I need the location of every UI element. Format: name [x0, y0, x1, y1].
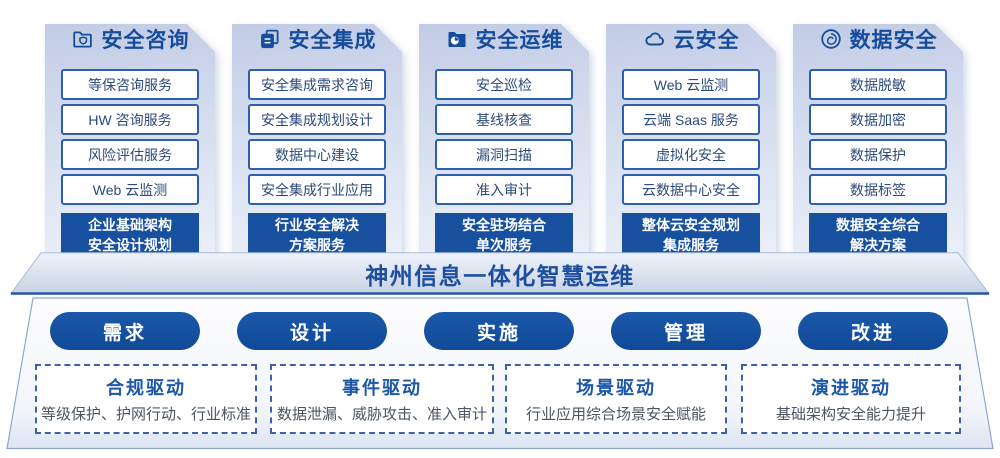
- highlight-service: 企业基础架构 安全设计规划: [61, 213, 199, 257]
- panel-title: 安全运维: [475, 29, 564, 52]
- service-item: HW 咨询服务: [61, 104, 199, 135]
- panel-security-integration: 安全集成 安全集成需求咨询 安全集成规划设计 数据中心建设 安全集成行业应用 行…: [232, 8, 402, 268]
- process-pill-manage: 管理: [611, 312, 761, 350]
- highlight-service: 整体云安全规划 集成服务: [622, 213, 760, 257]
- panel-security-operations: 安全运维 安全巡检 基线核查 漏洞扫描 准入审计 安全驻场结合 单次服务: [419, 8, 589, 268]
- panel-header: 安全运维: [419, 24, 589, 54]
- driver-title: 演进驱动: [811, 378, 891, 398]
- service-item: 基线核查: [435, 104, 573, 135]
- driver-desc: 行业应用综合场景安全赋能: [525, 406, 706, 423]
- panel-title: 云安全: [673, 29, 740, 52]
- highlight-service: 数据安全综合 解决方案: [809, 213, 947, 257]
- highlight-line: 企业基础架构: [88, 216, 172, 233]
- panel-title: 数据安全: [849, 29, 938, 52]
- process-pill-design: 设计: [237, 312, 387, 350]
- panel-title: 安全咨询: [101, 29, 190, 52]
- driver-card-evolution: 演进驱动 基础架构安全能力提升: [741, 364, 961, 434]
- driver-card-incident: 事件驱动 数据泄漏、威胁攻击、准入审计: [270, 364, 494, 434]
- highlight-line: 方案服务: [289, 237, 345, 253]
- service-item: 安全集成规划设计: [248, 104, 386, 135]
- banner-trapezoid-shape: [10, 252, 991, 295]
- folder-clock-icon: [445, 27, 469, 51]
- driver-desc: 数据泄漏、威胁攻击、准入审计: [276, 406, 487, 423]
- service-item: 数据加密: [809, 104, 947, 135]
- driver-desc: 等级保护、护网行动、行业标准: [40, 406, 251, 423]
- service-item: 风险评估服务: [61, 139, 199, 170]
- copy-documents-icon: [258, 27, 282, 51]
- panel-title: 安全集成: [288, 29, 377, 52]
- highlight-line: 数据安全综合: [836, 216, 920, 233]
- driver-card-compliance: 合规驱动 等级保护、护网行动、行业标准: [35, 364, 257, 434]
- service-item: 数据标签: [809, 174, 947, 205]
- panel-header: 数据安全: [793, 24, 963, 54]
- highlight-line: 单次服务: [476, 237, 532, 253]
- highlight-service: 行业安全解决 方案服务: [248, 213, 386, 257]
- panel-header: 安全集成: [232, 24, 402, 54]
- panel-cloud-security: 云安全 Web 云监测 云端 Saas 服务 虚拟化安全 云数据中心安全 整体云…: [606, 8, 776, 268]
- service-item: 安全集成行业应用: [248, 174, 386, 205]
- cloud-icon: [643, 27, 667, 51]
- service-item: 云数据中心安全: [622, 174, 760, 205]
- fingerprint-icon: [819, 27, 843, 51]
- process-pill-improve: 改进: [798, 312, 948, 350]
- service-item: 数据中心建设: [248, 139, 386, 170]
- service-item: 数据保护: [809, 139, 947, 170]
- service-item: Web 云监测: [622, 69, 760, 100]
- panel-header: 安全咨询: [45, 24, 215, 54]
- service-item: 云端 Saas 服务: [622, 104, 760, 135]
- driver-desc: 基础架构安全能力提升: [775, 406, 926, 423]
- folder-shield-icon: [71, 27, 95, 51]
- service-item: 准入审计: [435, 174, 573, 205]
- highlight-line: 整体云安全规划: [642, 216, 740, 233]
- highlight-line: 安全驻场结合: [462, 216, 546, 233]
- highlight-line: 安全设计规划: [88, 237, 172, 253]
- service-item: Web 云监测: [61, 174, 199, 205]
- platform-banner: 神州信息一体化智慧运维: [0, 252, 1000, 295]
- panel-header: 云安全: [606, 24, 776, 54]
- driver-card-scenario: 场景驱动 行业应用综合场景安全赋能: [505, 364, 727, 434]
- service-item: 安全集成需求咨询: [248, 69, 386, 100]
- panel-data-security: 数据安全 数据脱敏 数据加密 数据保护 数据标签 数据安全综合 解决方案: [793, 8, 963, 268]
- service-item: 数据脱敏: [809, 69, 947, 100]
- driver-title: 合规驱动: [106, 378, 186, 398]
- highlight-line: 解决方案: [850, 237, 906, 253]
- driver-title: 事件驱动: [342, 378, 422, 398]
- service-item: 安全巡检: [435, 69, 573, 100]
- panel-security-consulting: 安全咨询 等保咨询服务 HW 咨询服务 风险评估服务 Web 云监测 企业基础架…: [45, 8, 215, 268]
- driver-title: 场景驱动: [576, 378, 656, 398]
- service-item: 漏洞扫描: [435, 139, 573, 170]
- service-item: 虚拟化安全: [622, 139, 760, 170]
- process-pill-demand: 需求: [50, 312, 200, 350]
- service-item: 等保咨询服务: [61, 69, 199, 100]
- highlight-line: 行业安全解决: [275, 216, 359, 233]
- highlight-service: 安全驻场结合 单次服务: [435, 213, 573, 257]
- process-pill-implement: 实施: [424, 312, 574, 350]
- banner-title: 神州信息一体化智慧运维: [365, 262, 635, 289]
- highlight-line: 集成服务: [663, 237, 719, 253]
